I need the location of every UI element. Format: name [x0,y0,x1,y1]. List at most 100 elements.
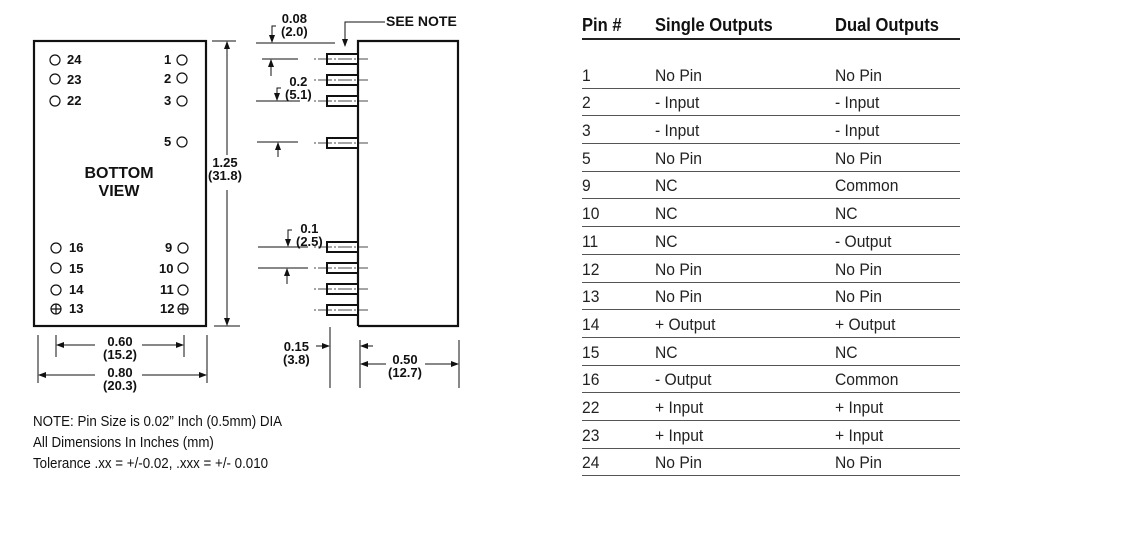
pin-table: Pin # Single Outputs Dual Outputs 1 No Pi… [582,12,960,477]
dim-body-depth: 0.50 (12.7) [388,352,422,380]
cell-single-output: - Output [655,370,712,390]
dim-pin-row-spacing: 0.60 (15.2) [103,334,137,362]
cell-dual-output: + Output [835,314,896,334]
drawing-lines [32,21,460,388]
pin-marker-16 [50,242,62,254]
pin-label-15: 15 [69,261,84,276]
pin-marker-2 [176,72,188,84]
cell-pin-number: 23 [582,425,600,445]
table-row: 2 - Input - Input [582,89,960,117]
pin-label-1: 1 [164,52,172,67]
cell-single-output: NC [655,342,678,362]
cell-pin-number: 3 [582,121,591,141]
dim-top-offset: 0.08 (2.0) [281,11,308,39]
cell-dual-output: + Input [835,425,884,445]
cell-single-output: NC [655,176,678,196]
table-row: 3 - Input - Input [582,116,960,145]
table-row: 9 NC Common [582,172,960,200]
pin-marker-13-cross [51,304,61,314]
header-spacer [582,40,960,61]
pin-label-5: 5 [164,134,172,149]
pin-label-2: 2 [164,71,172,86]
cell-single-output: NC [655,204,678,224]
cell-single-output: + Input [655,397,704,417]
table-row: 14 + Output + Output [582,310,960,338]
cell-single-output: No Pin [655,453,702,473]
pin-label-16: 16 [69,240,84,255]
pin-marker-23 [49,73,61,85]
cell-single-output: NC [655,231,678,251]
dim-width: 0.80 (20.3) [103,365,137,393]
pin-markers [49,54,189,315]
cell-single-output: No Pin [655,259,702,279]
cell-pin-number: 5 [582,148,591,168]
pin-marker-10 [177,262,189,274]
dim-pin-length: 0.15 (3.8) [283,339,310,367]
cell-dual-output: No Pin [835,65,882,85]
pin-marker-3 [176,95,188,107]
pin-marker-1 [176,54,188,66]
cell-dual-output: NC [835,204,858,224]
dim-pin-pitch-large: 0.2 (5.1) [285,74,312,102]
table-row: 16 - Output Common [582,366,960,394]
pin-label-11: 11 [160,282,174,297]
pin-label-22: 22 [67,93,82,108]
mechanical-drawing: BOTTOM VIEW 24 23 22 16 15 14 13 1 2 3 5… [0,0,480,400]
table-row: 23 + Input + Input [582,421,960,449]
cell-dual-output: - Input [835,93,880,113]
cell-pin-number: 16 [582,370,600,390]
note-pin-size: NOTE: Pin Size is 0.02” Inch (0.5mm) DIA [33,414,283,430]
cell-pin-number: 1 [582,65,591,85]
pin-label-13: 13 [69,301,84,316]
cell-dual-output: Common [835,370,899,390]
pin-label-10: 10 [159,261,174,276]
table-row: 13 No Pin No Pin [582,283,960,311]
side-view-pins [314,53,368,316]
cell-dual-output: No Pin [835,148,882,168]
cell-dual-output: NC [835,342,858,362]
cell-single-output: No Pin [655,148,702,168]
pin-marker-12-cross [178,304,188,314]
cell-pin-number: 13 [582,287,600,307]
cell-dual-output: + Input [835,397,884,417]
pin-label-3: 3 [164,93,172,108]
pin-marker-14 [50,284,62,296]
pin-marker-11 [177,284,189,296]
cell-dual-output: No Pin [835,453,882,473]
cell-dual-output: - Input [835,121,880,141]
table-row: 5 No Pin No Pin [582,144,960,172]
pin-table-body: 1 No Pin No Pin 2 - Input - Input 3 - Input - In… [582,61,960,477]
note-tolerance: Tolerance .xx = +/-0.02, .xxx = +/- 0.01… [33,456,269,472]
pin-table-header: Pin # Single Outputs Dual Outputs [582,12,960,40]
cell-single-output: No Pin [655,287,702,307]
cell-pin-number: 12 [582,259,600,279]
pin-marker-15 [50,262,62,274]
cell-dual-output: - Output [835,231,892,251]
see-note-label: SEE NOTE [386,13,457,29]
pin-marker-9 [177,242,189,254]
cell-single-output: + Input [655,425,704,445]
note-units: All Dimensions In Inches (mm) [33,435,214,451]
cell-dual-output: Common [835,176,899,196]
header-dual-outputs: Dual Outputs [835,15,939,35]
cell-pin-number: 22 [582,397,600,417]
notes: NOTE: Pin Size is 0.02” Inch (0.5mm) DIA… [33,412,282,475]
pin-marker-22 [49,95,61,107]
cell-dual-output: No Pin [835,259,882,279]
dim-pin-pitch-small: 0.1 (2.5) [296,221,323,249]
side-view-outline [356,39,460,328]
table-row: 12 No Pin No Pin [582,255,960,283]
pin-label-23: 23 [67,72,82,87]
cell-dual-output: No Pin [835,287,882,307]
cell-pin-number: 2 [582,93,591,113]
cell-pin-number: 14 [582,314,600,334]
pin-label-14: 14 [69,282,84,297]
cell-single-output: + Output [655,314,716,334]
table-row: 22 + Input + Input [582,393,960,421]
cell-pin-number: 9 [582,176,591,196]
cell-single-output: - Input [655,121,700,141]
cell-single-output: - Input [655,93,700,113]
